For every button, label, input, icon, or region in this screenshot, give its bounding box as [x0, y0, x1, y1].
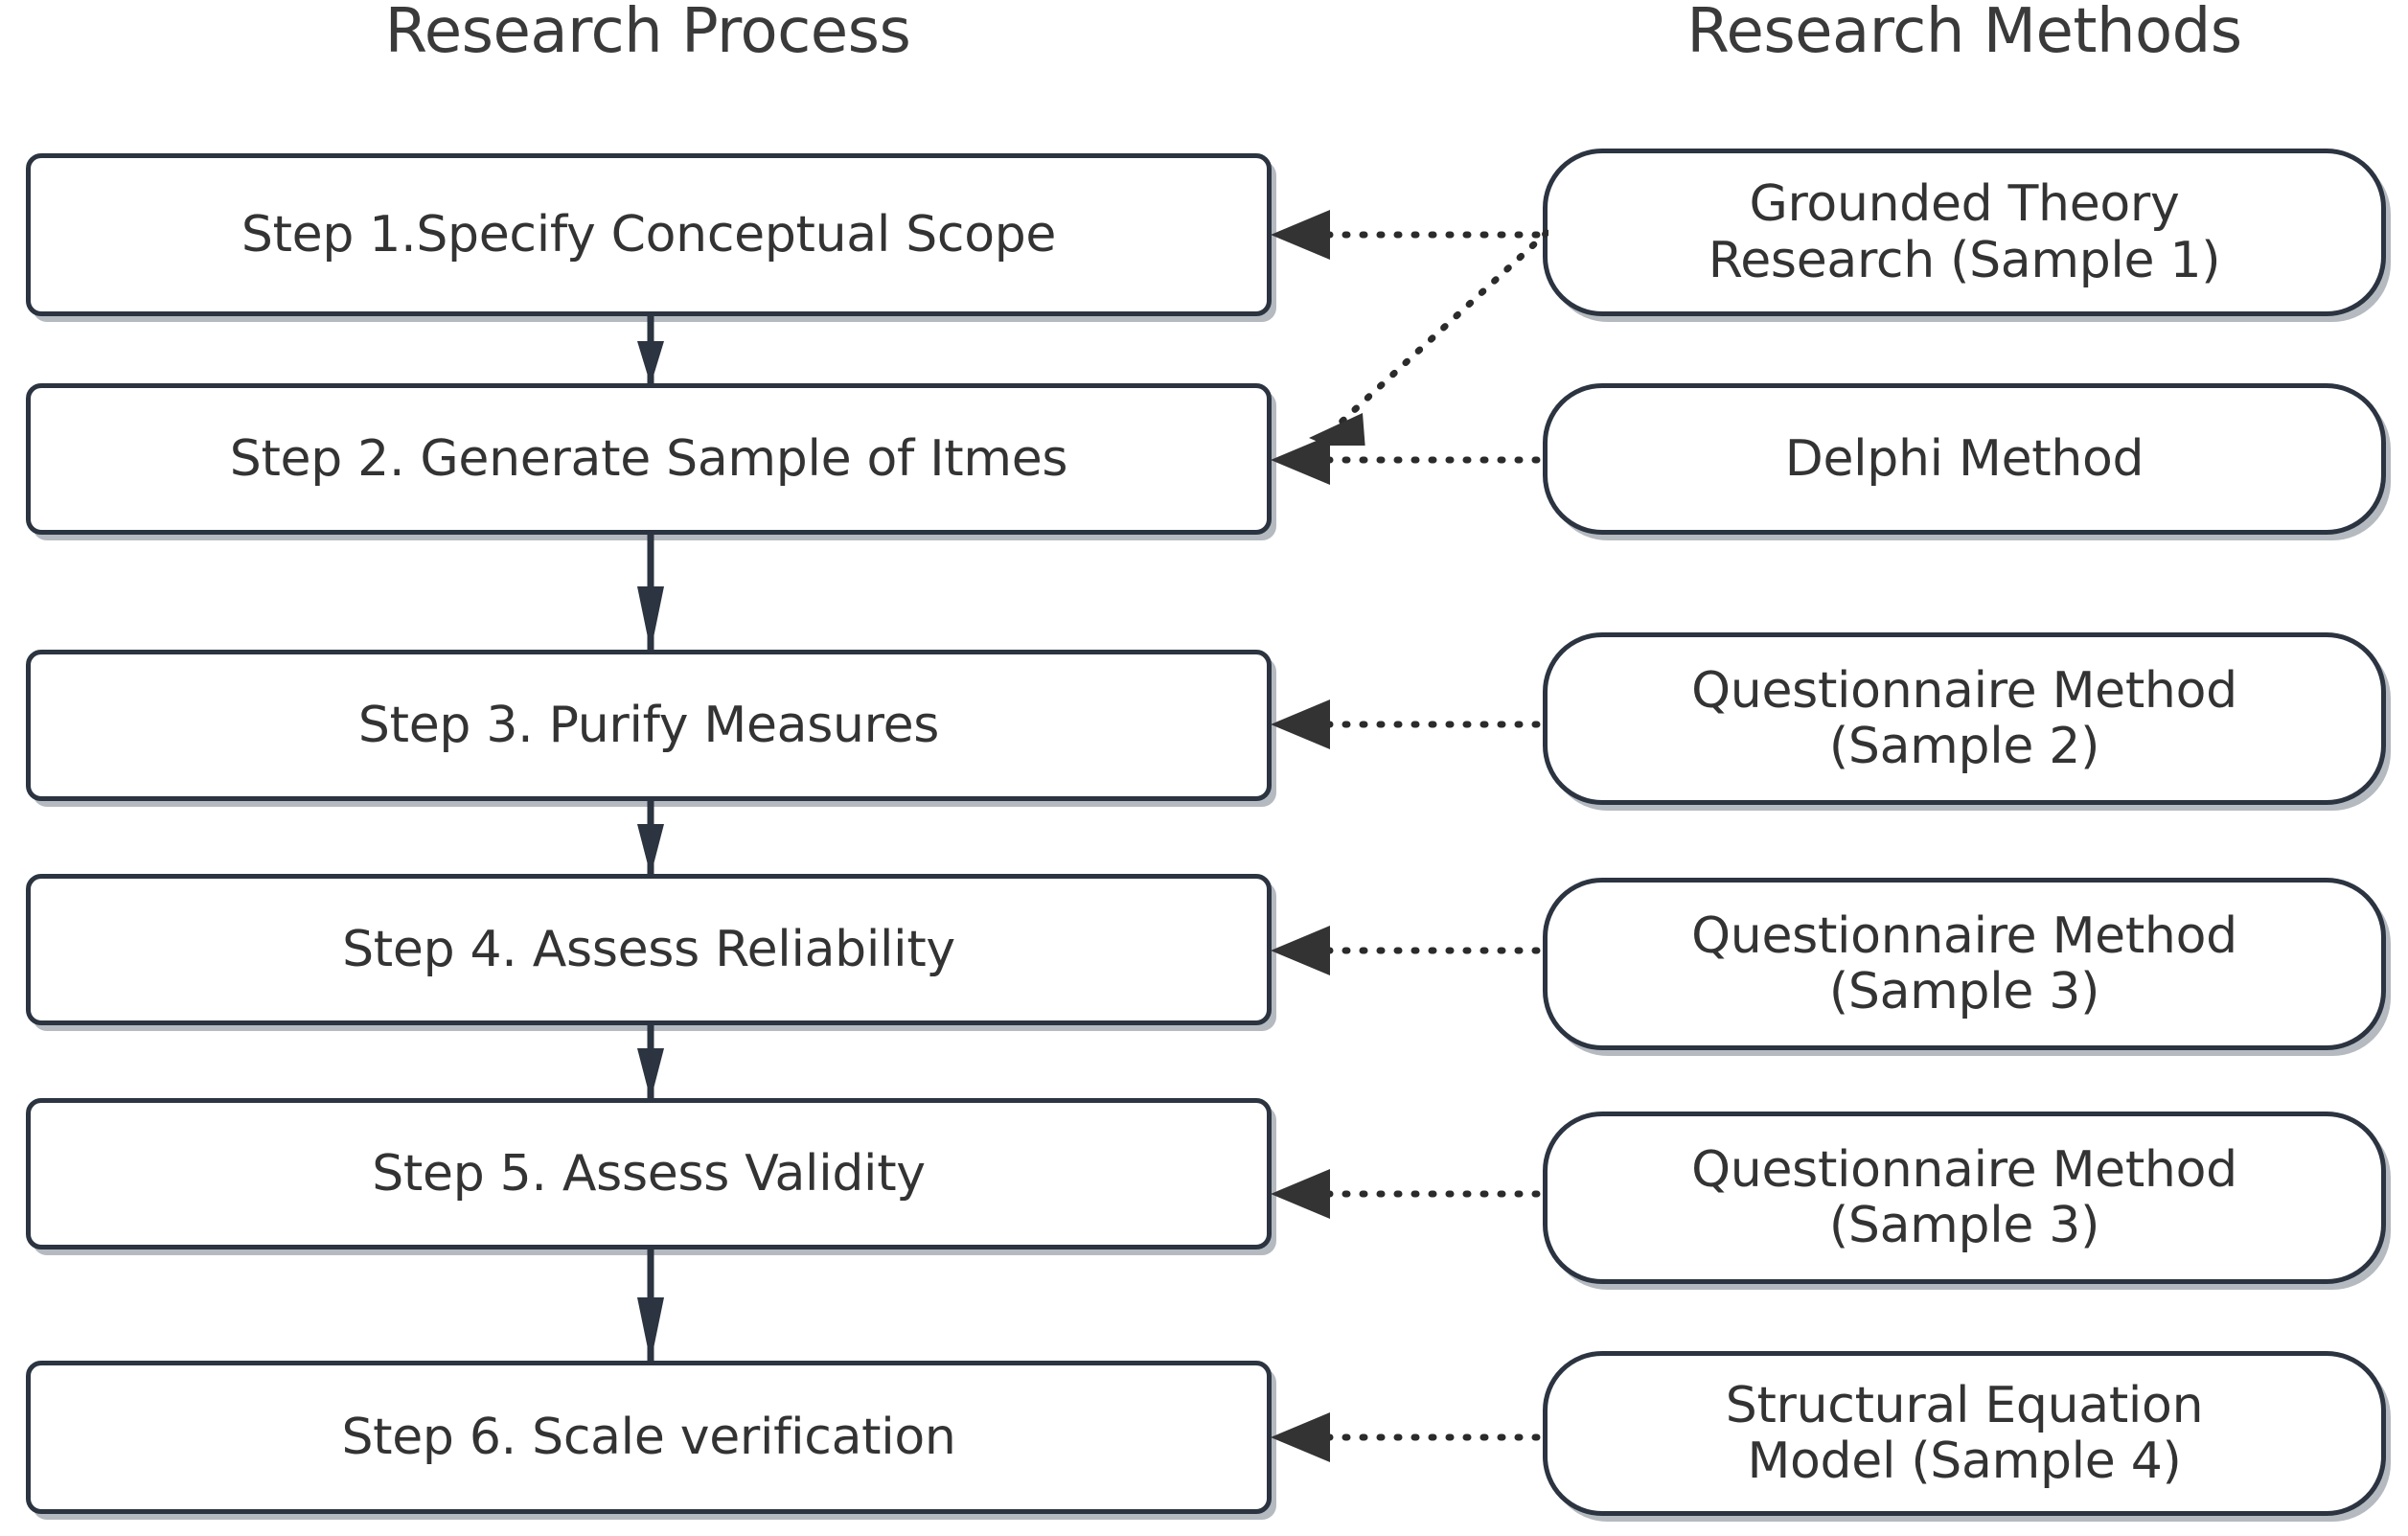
method-questionnaire-sample3a-label: Questionnaire Method (Sample 3) — [1691, 906, 2237, 1020]
process-step-5-label: Step 5. Assess Validity — [372, 1144, 926, 1203]
process-step-4-box[interactable]: Step 4. Assess Reliability — [26, 874, 1272, 1025]
method-grounded-theory-box[interactable]: Grounded Theory Research (Sample 1) — [1543, 149, 2386, 316]
flow-arrow-step3-to-step4 — [634, 797, 667, 878]
method-questionnaire-sample3b-label: Questionnaire Method (Sample 3) — [1691, 1140, 2237, 1254]
link-questionnaire-sample3b-to-step5 — [1271, 1165, 1548, 1223]
flow-arrow-step1-to-step2 — [634, 312, 667, 387]
process-step-4-label: Step 4. Assess Reliability — [342, 920, 955, 978]
flow-arrow-step2-to-step3 — [634, 531, 667, 653]
process-step-3-label: Step 3. Purify Measures — [357, 696, 940, 754]
process-step-6-box[interactable]: Step 6. Scale verification — [26, 1361, 1272, 1514]
column-title-research-methods: Research Methods — [1686, 0, 2242, 67]
method-questionnaire-sample2-label: Questionnaire Method (Sample 2) — [1691, 661, 2237, 775]
link-structural-equation-to-step6 — [1271, 1409, 1548, 1466]
process-step-5-box[interactable]: Step 5. Assess Validity — [26, 1098, 1272, 1249]
flow-arrow-step5-to-step6 — [634, 1246, 667, 1364]
process-step-2-box[interactable]: Step 2. Generate Sample of Itmes — [26, 383, 1272, 535]
process-step-1-label: Step 1.Specify Conceptual Scope — [241, 205, 1057, 264]
link-delphi-to-step2 — [1271, 431, 1548, 489]
column-title-research-process: Research Process — [384, 0, 911, 67]
flow-arrow-step4-to-step5 — [634, 1021, 667, 1102]
method-questionnaire-sample3b-box[interactable]: Questionnaire Method (Sample 3) — [1543, 1112, 2386, 1284]
link-questionnaire-sample2-to-step3 — [1271, 696, 1548, 753]
link-questionnaire-sample3a-to-step4 — [1271, 922, 1548, 979]
process-step-6-label: Step 6. Scale verification — [341, 1408, 956, 1466]
method-delphi-box[interactable]: Delphi Method — [1543, 383, 2386, 535]
method-questionnaire-sample3a-box[interactable]: Questionnaire Method (Sample 3) — [1543, 878, 2386, 1050]
method-delphi-label: Delphi Method — [1784, 429, 2144, 488]
method-structural-equation-label: Structural Equation Model (Sample 4) — [1725, 1376, 2204, 1490]
method-questionnaire-sample2-box[interactable]: Questionnaire Method (Sample 2) — [1543, 632, 2386, 805]
link-grounded-theory-to-step2-diagonal — [1271, 206, 1548, 446]
process-step-1-box[interactable]: Step 1.Specify Conceptual Scope — [26, 153, 1272, 316]
method-structural-equation-box[interactable]: Structural Equation Model (Sample 4) — [1543, 1351, 2386, 1516]
link-grounded-theory-to-step1 — [1271, 206, 1548, 264]
process-step-3-box[interactable]: Step 3. Purify Measures — [26, 650, 1272, 801]
process-step-2-label: Step 2. Generate Sample of Itmes — [229, 429, 1068, 488]
method-grounded-theory-label: Grounded Theory Research (Sample 1) — [1708, 175, 2221, 289]
